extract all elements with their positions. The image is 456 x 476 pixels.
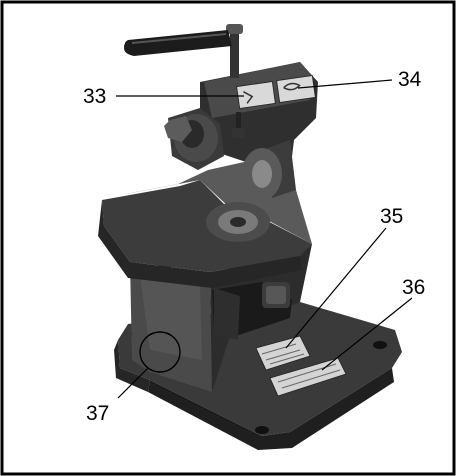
base-labels bbox=[255, 335, 347, 397]
id-plate-36 bbox=[269, 357, 347, 397]
base-mount-hole bbox=[255, 426, 269, 434]
side-adjuster bbox=[164, 108, 224, 170]
callout-33: 33 bbox=[83, 85, 106, 108]
leader-line-37 bbox=[117, 367, 149, 399]
machine-body bbox=[130, 244, 312, 392]
base-mount-hole bbox=[373, 341, 387, 349]
callout-34: 34 bbox=[398, 68, 422, 91]
leader-line-36 bbox=[321, 297, 413, 371]
warning-label-33 bbox=[236, 81, 276, 109]
callout-35: 35 bbox=[380, 205, 403, 228]
crank-handle bbox=[124, 24, 245, 138]
callout-37: 37 bbox=[86, 402, 109, 425]
warning-label-35 bbox=[255, 335, 311, 371]
hex-nut bbox=[164, 116, 192, 142]
leader-line-35 bbox=[285, 227, 387, 349]
callout-36: 36 bbox=[402, 276, 425, 299]
leader-line-34 bbox=[297, 79, 393, 89]
callout-37-circle bbox=[139, 331, 181, 373]
handle-shaft bbox=[230, 28, 239, 78]
lower-roller bbox=[206, 202, 270, 242]
